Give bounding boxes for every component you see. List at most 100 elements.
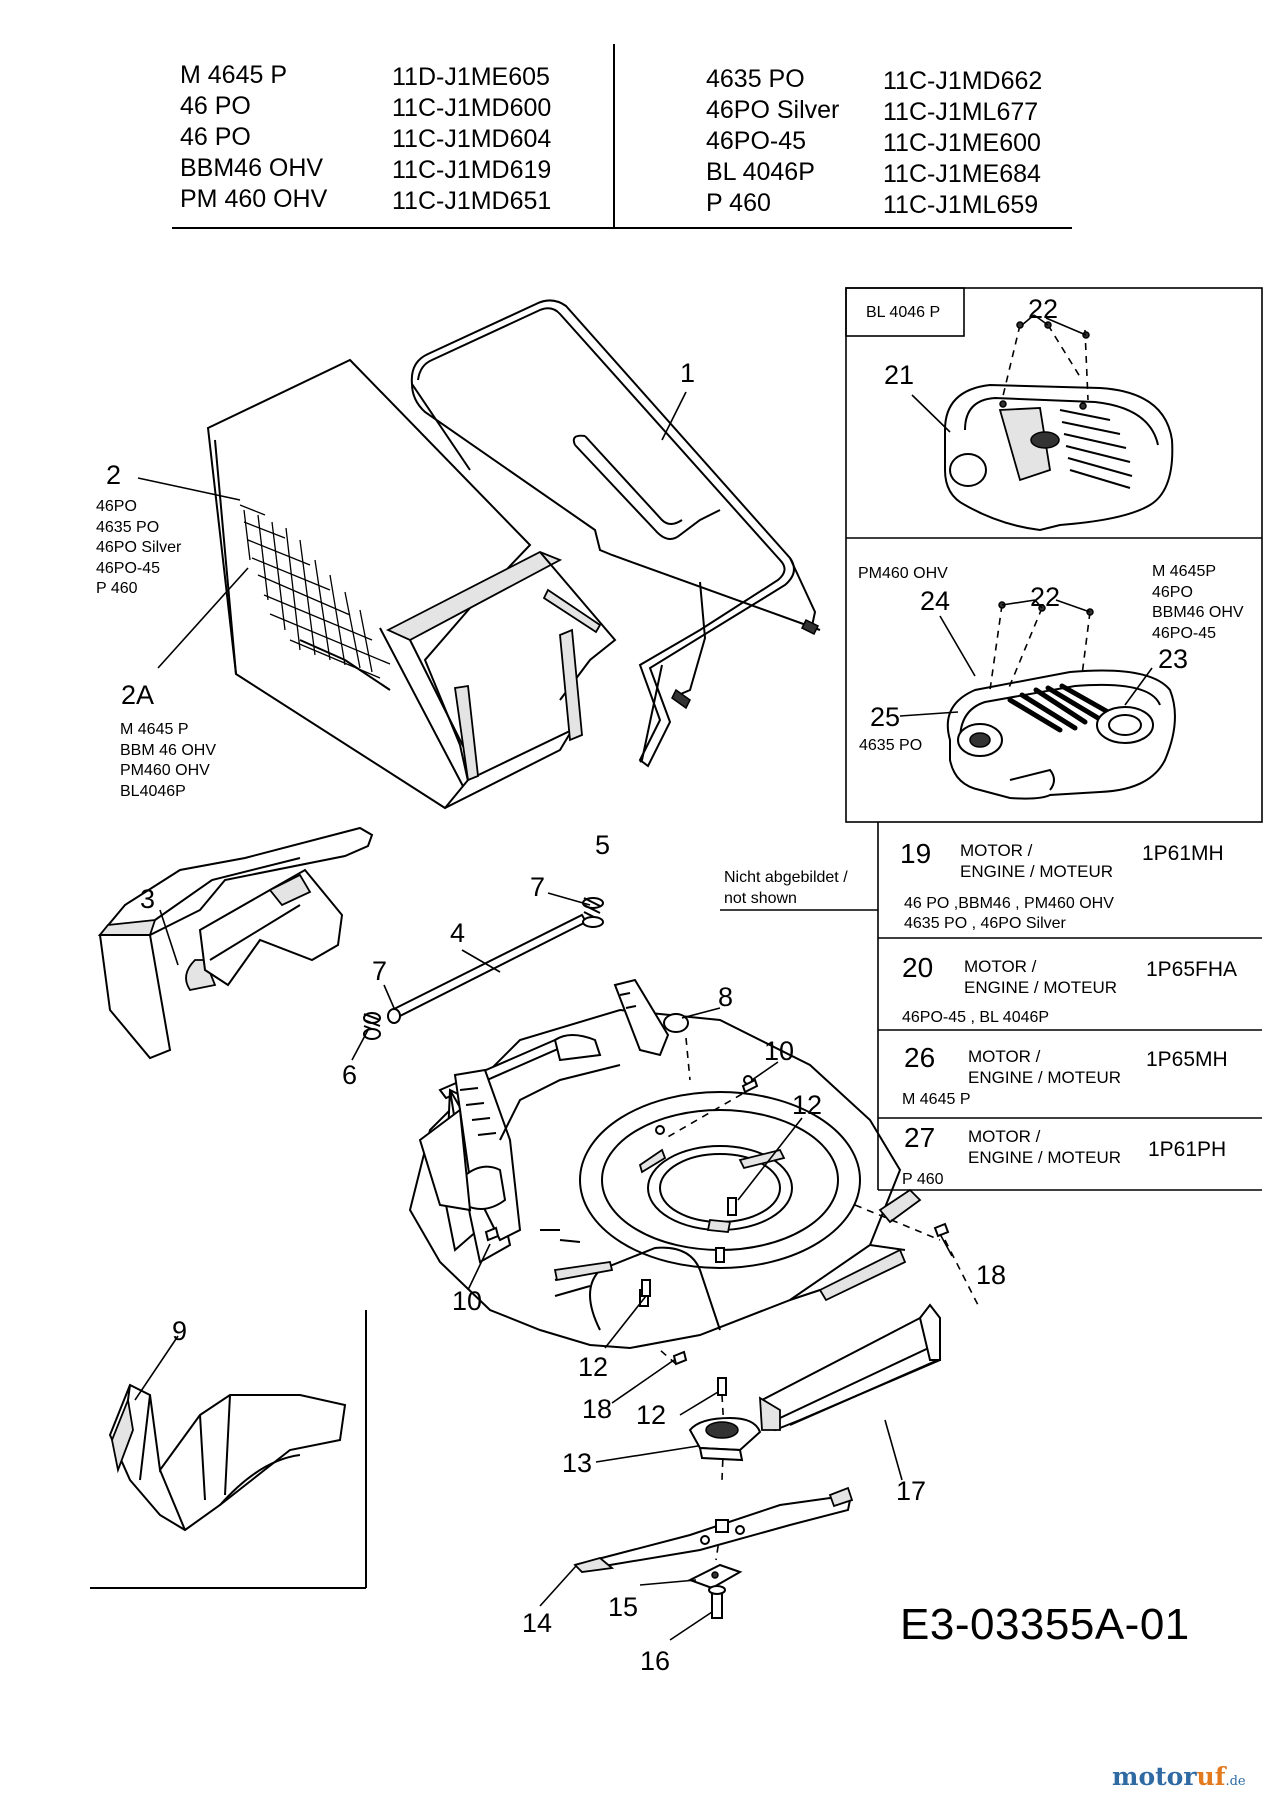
callout-25: 25 <box>870 702 901 732</box>
screw-10a <box>741 1078 759 1094</box>
not-shown-note: Nicht abgebildet / not shown <box>724 868 848 909</box>
callout-4: 4 <box>450 918 466 948</box>
engine-label-line2: ENGINE / MOTEUR <box>960 862 1114 881</box>
watermark-main: motor <box>1112 1762 1197 1791</box>
watermark-tld: .de <box>1225 1774 1246 1789</box>
engine-label-line2: ENGINE / MOTEUR <box>968 1068 1122 1087</box>
engine-model-line: 46PO-45 , BL 4046P <box>902 1009 1050 1026</box>
engine-model-line: 46 PO ,BBM46 , PM460 OHV <box>904 895 1114 912</box>
engine-part-number: 20 <box>902 952 934 983</box>
blade-washer-15 <box>687 1563 743 1590</box>
callout-1: 1 <box>680 358 696 388</box>
discharge-chute <box>97 826 374 1060</box>
engine-code: 1P65MH <box>1146 1048 1228 1071</box>
bolt-12b <box>717 1377 727 1396</box>
callout-12a: 12 <box>792 1090 823 1120</box>
diagram-code: E3-03355A-01 <box>900 1600 1190 1649</box>
mower-deck <box>408 978 979 1561</box>
bolt-12a <box>641 1279 651 1297</box>
engine-label-line1: MOTOR / <box>960 841 1033 860</box>
engine-part-number: 19 <box>900 838 932 869</box>
model-code: 11C-J1MD619 <box>392 156 552 184</box>
callout-21: 21 <box>884 360 915 390</box>
engine-label-line2: ENGINE / MOTEUR <box>968 1148 1122 1167</box>
callout-22b: 22 <box>1030 582 1061 612</box>
callout-13: 13 <box>562 1448 593 1478</box>
callout-23: 23 <box>1158 644 1189 674</box>
engine-label: MOTOR / ENGINE / MOTEUR <box>968 1046 1121 1088</box>
grass-bag-frame <box>410 299 821 768</box>
spring-5 <box>582 897 604 928</box>
screw-10b <box>484 1226 500 1242</box>
callout-10a: 10 <box>764 1036 795 1066</box>
engine-code: 1P61PH <box>1148 1138 1227 1161</box>
plug-8 <box>663 1013 689 1033</box>
model-name: 46 PO <box>180 123 251 151</box>
screw-18b <box>672 1350 688 1366</box>
callout-7a: 7 <box>530 872 546 902</box>
engine-models: 46 PO ,BBM46 , PM460 OHV 4635 PO , 46PO … <box>904 894 1114 934</box>
engine-models: P 460 <box>902 1170 944 1190</box>
grassbag-2a-model-list: M 4645 P BBM 46 OHV PM460 OHV BL4046P <box>120 720 216 802</box>
callout-8: 8 <box>718 982 734 1012</box>
model-list-left-codes: 11D-J1ME605 11C-J1MD600 11C-J1MD604 11C-… <box>392 62 551 217</box>
callout-5: 5 <box>595 830 611 860</box>
model-note: 46PO <box>96 498 137 515</box>
engine-model-line: P 460 <box>902 1171 944 1188</box>
engine-part-number: 26 <box>904 1042 936 1073</box>
not-shown-line: Nicht abgebildet / <box>724 869 848 886</box>
model-list-left-names: M 4645 P 46 PO 46 PO BBM46 OHV PM 460 OH… <box>180 60 327 215</box>
model-name: P 460 <box>706 189 771 217</box>
blade-14 <box>573 1486 854 1573</box>
spring-6 <box>363 1012 381 1040</box>
model-name: PM 460 OHV <box>180 185 328 213</box>
model-note: 4635 PO <box>96 518 160 536</box>
model-note: 46PO-45 <box>96 559 161 577</box>
model-name: 46PO-45 <box>706 127 807 155</box>
bl4046p-label: BL 4046 P <box>866 304 941 321</box>
model-note: M 4645 P <box>120 721 189 738</box>
engine-part-number: 27 <box>904 1122 936 1153</box>
engine-label-line1: MOTOR / <box>968 1047 1041 1066</box>
model-name: M 4645 P <box>180 61 288 89</box>
c25-model-label: 4635 PO <box>859 737 923 754</box>
model-note: PM460 OHV <box>120 762 210 779</box>
blade-bolt-16 <box>708 1585 726 1619</box>
model-code: 11C-J1ML677 <box>883 98 1039 126</box>
washer-7 <box>387 1008 401 1024</box>
engine-cover-21 <box>944 383 1174 532</box>
grass-bag <box>206 358 617 810</box>
rear-flap-17 <box>758 1303 942 1432</box>
model-note: 46PO Silver <box>96 539 182 556</box>
model-note: P 460 <box>96 580 138 597</box>
callout-22a: 22 <box>1028 294 1059 324</box>
watermark-accent: uf <box>1196 1762 1226 1791</box>
model-code: 11C-J1MD604 <box>392 125 552 153</box>
cover-model-list: M 4645P 46PO BBM46 OHV 46PO-45 <box>1152 562 1244 644</box>
model-note: BBM46 OHV <box>1152 604 1244 621</box>
engine-table <box>720 822 1262 1191</box>
model-list-right-codes: 11C-J1MD662 11C-J1ML677 11C-J1ME600 11C-… <box>883 66 1042 221</box>
callout-18a: 18 <box>976 1260 1007 1290</box>
model-note: M 4645P <box>1152 563 1217 580</box>
not-shown-line: not shown <box>724 889 797 907</box>
blade-adapter-13 <box>688 1416 762 1462</box>
engine-model-line: 4635 PO , 46PO Silver <box>904 915 1066 932</box>
engine-cover-23 <box>946 669 1176 800</box>
callout-3: 3 <box>140 884 156 914</box>
model-list-right-names: 4635 PO 46PO Silver 46PO-45 BL 4046P P 4… <box>706 64 839 219</box>
engine-label-line2: ENGINE / MOTEUR <box>964 978 1118 997</box>
model-code: 11C-J1ML659 <box>883 191 1039 219</box>
model-code: 11C-J1MD600 <box>392 94 552 122</box>
callout-15: 15 <box>608 1592 639 1622</box>
engine-code: 1P61MH <box>1142 842 1224 865</box>
callout-18b: 18 <box>582 1394 613 1424</box>
engine-models: 46PO-45 , BL 4046P <box>902 1008 1049 1028</box>
callout-7b: 7 <box>372 956 388 986</box>
engine-models: M 4645 P <box>902 1090 970 1110</box>
model-note: 46PO <box>1152 583 1193 601</box>
screw-18a <box>933 1222 950 1238</box>
engine-code: 1P65FHA <box>1146 958 1238 981</box>
callout-16: 16 <box>640 1646 671 1676</box>
